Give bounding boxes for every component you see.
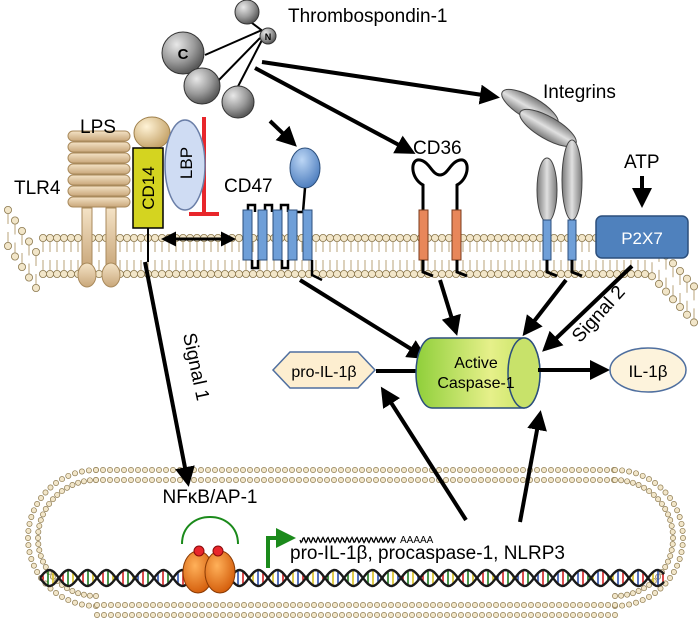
gene-to-pro-il-1b-arrow	[380, 386, 468, 522]
mrna-transcript	[299, 536, 397, 544]
tsp-to-integrins-arrow	[261, 60, 500, 105]
lbp-label: LBP	[177, 147, 196, 179]
lbp-protein	[164, 119, 206, 211]
cd47-label: CD47	[224, 176, 273, 197]
cd14-receptor	[132, 147, 164, 262]
thrombospondin-1-molecule: C N	[161, 0, 277, 119]
lps-molecule	[133, 116, 171, 150]
integrins-to-caspase-arrow	[522, 278, 568, 337]
thrombospondin-1-label: Thrombospondin-1	[288, 6, 447, 27]
tsp-to-cd47-arrow	[268, 119, 297, 147]
nfkb-ap1-complex	[182, 545, 236, 594]
p2x7-receptor	[595, 215, 689, 259]
atp-label: ATP	[624, 152, 660, 173]
signal1-label: Signal 1	[178, 331, 213, 403]
pro-il-1b-label: pro-IL-1β	[291, 364, 356, 381]
signal2-label: Signal 2	[568, 282, 630, 347]
nfkb-binding-arc	[181, 516, 239, 545]
cd47-to-caspase-arrow	[298, 278, 428, 360]
nucleus-envelope	[25, 467, 686, 618]
poly-a-tail-label: AAAAA	[400, 535, 434, 546]
transcription-start-arrow	[266, 528, 296, 568]
cd36-to-caspase-arrow	[438, 279, 461, 336]
cd47-receptor	[242, 147, 323, 282]
caspase-label-line2: Caspase-1	[437, 375, 514, 392]
cd36-label: CD36	[413, 138, 462, 159]
tlr4-receptor	[67, 130, 131, 288]
cd14-label: CD14	[139, 166, 158, 209]
cd36-receptor	[411, 158, 469, 278]
active-caspase-1	[415, 337, 541, 409]
caspase-label-line1: Active	[454, 355, 498, 372]
tlr4-label: TLR4	[14, 178, 61, 199]
tsp-c-terminal-label: C	[178, 46, 189, 63]
il-1b-protein	[609, 347, 687, 393]
pro-il-1b-protein	[271, 351, 377, 389]
signal1-arrow	[143, 261, 195, 487]
gene-products-label: pro-IL-1β, procaspase-1, NLRP3	[290, 543, 565, 564]
dna-strand	[39, 568, 665, 588]
gene-to-caspase-arrow	[518, 410, 547, 523]
tsp-to-cd36-arrow	[254, 66, 416, 154]
nfkb-ap1-label: NFκB/AP-1	[162, 487, 257, 508]
lps-label: LPS	[80, 117, 116, 138]
p2x7-label: P2X7	[621, 229, 663, 248]
il-1b-label: IL-1β	[628, 362, 667, 381]
integrins-label: Integrins	[543, 82, 616, 103]
signal2-arrow	[542, 264, 634, 352]
tsp-n-terminal-label: N	[265, 32, 272, 42]
integrins-receptor	[501, 88, 583, 278]
